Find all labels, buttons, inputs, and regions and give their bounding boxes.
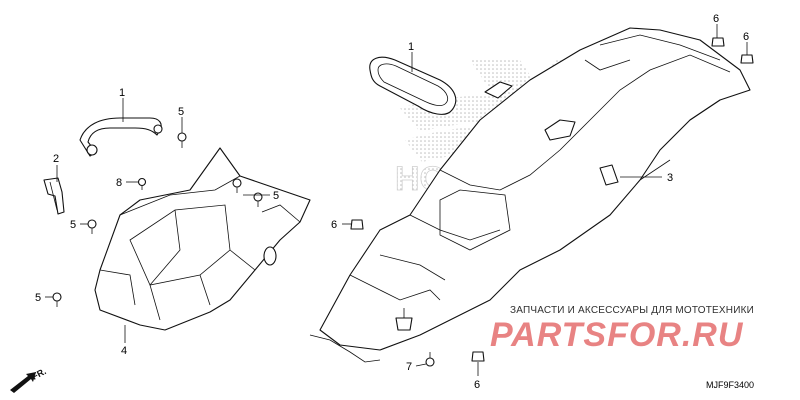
- front-direction-arrow: FR.: [10, 366, 48, 393]
- clip-6-a: [711, 37, 725, 47]
- clip-6-d: [471, 351, 485, 362]
- callout-1-left: 1: [119, 87, 125, 99]
- battery-box: [94, 147, 311, 331]
- watermark-brand: PARTSFOR.RU: [490, 316, 744, 354]
- rear-fender: [309, 27, 751, 363]
- grommet: [395, 308, 413, 331]
- callout-5-top: 5: [178, 106, 184, 118]
- clip-6-c: [350, 219, 364, 230]
- watermark-brand-logo: PARTSFOR.RU: [490, 316, 744, 354]
- clip-6-b: [740, 54, 754, 64]
- callout-labels: 1 1 2 3 4 5 5 5 5 6 6 6 6 7 8: [35, 13, 749, 391]
- bolt-5-b: [232, 178, 242, 193]
- callout-5-right: 5: [273, 190, 279, 202]
- callout-7: 7: [406, 361, 412, 373]
- callout-5-bottom: 5: [35, 292, 41, 304]
- rubber-band-right: [369, 56, 457, 115]
- callout-4: 4: [121, 345, 127, 357]
- callout-8: 8: [116, 177, 122, 189]
- bracket: [43, 177, 65, 215]
- screw-7: [425, 352, 435, 367]
- callout-6-top: 6: [713, 13, 719, 25]
- watermark-tagline: ЗАПЧАСТИ И АКСЕССУАРЫ ДЛЯ МОТОТЕХНИКИ: [510, 305, 755, 316]
- callout-6-right: 6: [743, 31, 749, 43]
- callout-5-left: 5: [70, 219, 76, 231]
- callout-3: 3: [667, 172, 673, 184]
- bolt-5-d: [87, 219, 97, 234]
- clip-8: [137, 177, 147, 190]
- callout-2: 2: [53, 153, 59, 165]
- bolt-5-a: [177, 132, 187, 148]
- front-direction-label: FR.: [30, 366, 47, 382]
- callout-1-right: 1: [408, 41, 414, 53]
- leader-lines: [45, 24, 748, 376]
- callout-6-bottom: 6: [474, 379, 480, 391]
- rubber-band-left: [79, 117, 163, 157]
- bolt-5-e: [52, 292, 62, 307]
- callout-6-middle: 6: [331, 219, 337, 231]
- diagram-code: MJF9F3400: [706, 380, 755, 390]
